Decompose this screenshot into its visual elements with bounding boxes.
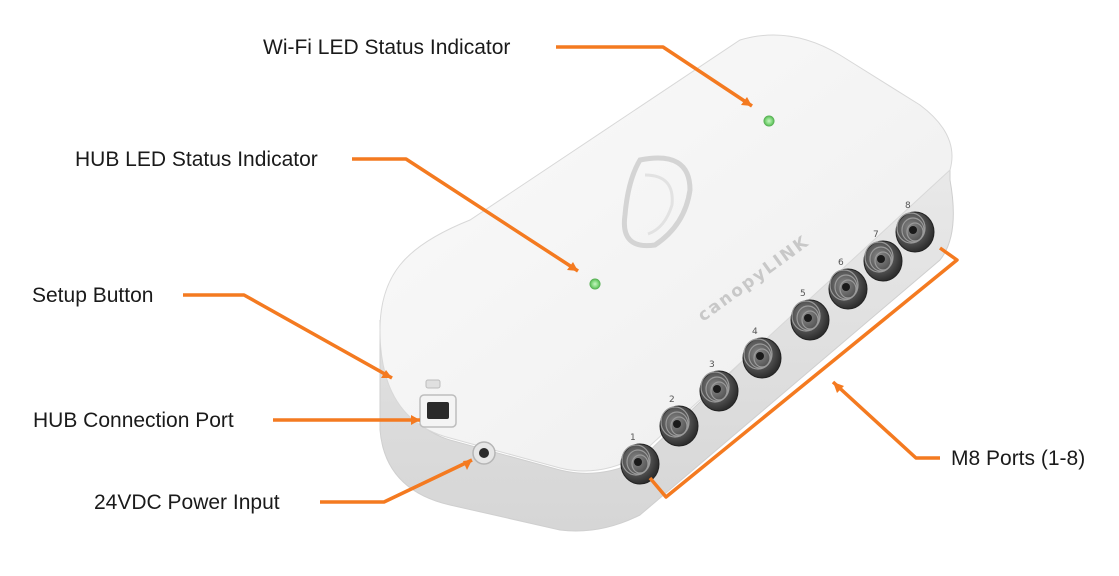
m8-port-1[interactable]: 1	[620, 433, 660, 485]
m8-ports: 1 2 3 4 5 6 7 8	[620, 201, 935, 485]
m8-port-2[interactable]: 2	[659, 395, 699, 447]
m8-port-number: 7	[873, 230, 879, 240]
m8-bracket-line	[648, 246, 959, 499]
m8-port-number: 8	[905, 201, 911, 211]
callout-lines	[183, 45, 959, 504]
m8-port-8[interactable]: 8	[895, 201, 935, 253]
m8-port-number: 5	[800, 289, 806, 299]
m8-port-number: 6	[838, 258, 844, 268]
setup-button-label: Setup Button	[32, 284, 154, 307]
m8-port-number: 1	[630, 433, 636, 443]
power-input-label: 24VDC Power Input	[94, 491, 280, 514]
setup-button-callout-line	[183, 293, 393, 380]
callout-arrowheads	[381, 97, 844, 470]
wifi-led-label: Wi-Fi LED Status Indicator	[263, 36, 511, 59]
hub-led-label: HUB LED Status Indicator	[75, 148, 318, 171]
hub-led-callout-line	[352, 157, 579, 273]
leaf-logo-icon	[621, 155, 693, 249]
power-input-jack[interactable]	[472, 441, 496, 465]
hub-port-label: HUB Connection Port	[33, 409, 234, 432]
m8-port-number: 3	[709, 360, 715, 370]
hub-connection-port[interactable]	[419, 394, 457, 428]
m8-port-6[interactable]: 6	[828, 258, 868, 310]
m8-ports-label: M8 Ports (1-8)	[951, 447, 1086, 470]
m8-port-3[interactable]: 3	[699, 360, 739, 412]
m8-port-4[interactable]: 4	[742, 327, 782, 379]
hub-led-indicator	[589, 278, 601, 290]
m8-callout-line	[831, 380, 940, 460]
m8-port-number: 2	[669, 395, 675, 405]
m8-port-number: 4	[752, 327, 758, 337]
setup-button[interactable]	[425, 379, 441, 389]
m8-port-5[interactable]: 5	[790, 289, 830, 341]
wifi-led-indicator	[763, 115, 775, 127]
power-input-callout-line	[320, 458, 473, 504]
m8-port-7[interactable]: 7	[863, 230, 903, 282]
wifi-led-callout-line	[556, 45, 753, 108]
